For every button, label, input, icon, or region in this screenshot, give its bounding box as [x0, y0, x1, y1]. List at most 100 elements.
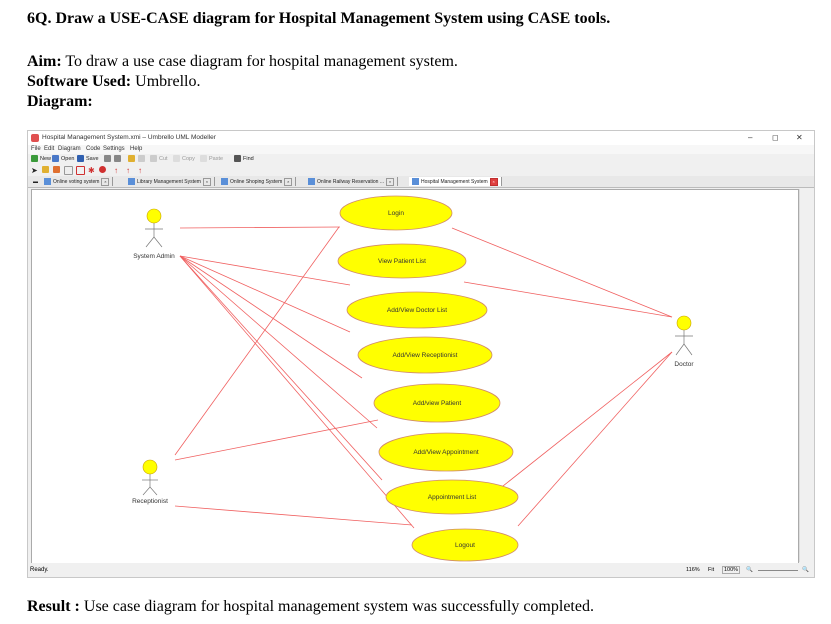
cut-icon — [150, 155, 157, 162]
undo-button[interactable] — [128, 155, 135, 162]
new-tab-icon[interactable]: ▬ — [33, 178, 38, 185]
usecase-view-patient-list[interactable]: View Patient List — [337, 243, 467, 279]
usecase-label: Add/view Patient — [413, 400, 462, 407]
usecase-appointment-list[interactable]: Appointment List — [385, 479, 519, 515]
open-button[interactable]: Open — [52, 155, 74, 162]
actor-doctor[interactable]: Doctor — [674, 315, 694, 368]
close-tab-icon[interactable]: × — [202, 177, 211, 186]
link-admin-patient — [179, 255, 378, 429]
close-tab-icon[interactable]: × — [489, 177, 498, 186]
tab-online-railway[interactable]: Online Railway Reservation ...× — [305, 177, 398, 186]
paste-button[interactable]: Paste — [200, 155, 223, 162]
link-receptionist-logout — [174, 505, 413, 526]
usecase-label: Login — [388, 210, 404, 217]
generalization-arrow-icon[interactable]: ↑ — [126, 166, 130, 175]
print-button[interactable] — [104, 155, 111, 162]
usecase-login[interactable]: Login — [339, 195, 453, 231]
link-admin-appointment — [179, 255, 383, 481]
usecase-add-view-appointment[interactable]: Add/View Appointment — [378, 432, 514, 472]
cut-button[interactable]: Cut — [150, 155, 168, 162]
diagram-icon — [221, 178, 228, 185]
use-cases: Login View Patient List Add/View Doctor … — [337, 195, 519, 562]
zoom-out-icon[interactable]: 🔍 — [746, 567, 753, 573]
redo-button[interactable] — [138, 155, 145, 162]
zoom-fit-button[interactable]: Fit — [708, 567, 715, 573]
vertical-scrollbar[interactable] — [799, 189, 812, 562]
usecase-label: Add/View Appointment — [413, 449, 478, 456]
save-button[interactable]: Save — [77, 155, 99, 162]
paste-label: Paste — [209, 155, 224, 162]
close-tab-icon[interactable]: × — [284, 177, 293, 186]
tab-label: Online Railway Reservation ... — [317, 178, 384, 185]
menu-code[interactable]: Code — [86, 146, 101, 152]
save-icon — [77, 155, 84, 162]
aim-line: Aim: To draw a use case diagram for hosp… — [27, 53, 458, 71]
tab-online-shoping[interactable]: Online Shoping System× — [218, 177, 297, 186]
actor-label: Doctor — [674, 361, 694, 368]
actor-receptionist[interactable]: Receptionist — [132, 459, 168, 505]
link-doctor-appointmentlist — [497, 351, 673, 491]
tab-hospital-management[interactable]: Hospital Management System× — [409, 177, 502, 186]
usecase-tool-icon — [53, 166, 60, 173]
tab-library-management[interactable]: Library Management System× — [125, 177, 215, 186]
minimize-button[interactable]: – — [748, 133, 753, 142]
dependency-arrow-icon[interactable]: ↑ — [138, 166, 142, 175]
zoom-slider[interactable] — [758, 570, 798, 571]
maximize-button[interactable]: ◻ — [772, 133, 779, 142]
open-label: Open — [61, 155, 75, 162]
print-preview-button[interactable] — [114, 155, 121, 162]
new-label: New — [40, 155, 52, 162]
usecase-logout[interactable]: Logout — [411, 528, 519, 562]
diagram-canvas[interactable]: System Admin Doctor Receptionist — [31, 189, 799, 564]
new-button[interactable]: New — [31, 155, 51, 162]
link-doctor-login — [451, 227, 673, 318]
usecase-label: Logout — [455, 542, 475, 549]
associations — [174, 226, 673, 529]
aim-label: Aim: — [27, 53, 62, 70]
association-arrow-icon[interactable]: ↑ — [114, 166, 118, 175]
usecase-add-view-doctor-list[interactable]: Add/View Doctor List — [346, 291, 488, 329]
software-text: Umbrello. — [131, 73, 201, 90]
close-tab-icon[interactable]: × — [101, 177, 110, 186]
close-tab-icon[interactable]: × — [385, 177, 394, 186]
actor-head — [142, 459, 158, 475]
result-label: Result : — [27, 598, 80, 615]
menu-edit[interactable]: Edit — [44, 146, 55, 152]
tab-label: Library Management System — [137, 178, 201, 185]
select-arrow-icon[interactable]: ➤ — [31, 166, 38, 175]
close-button[interactable]: ✕ — [796, 133, 803, 142]
save-label: Save — [86, 155, 99, 162]
ellipse-tool-icon — [99, 166, 106, 173]
note-tool[interactable] — [64, 166, 73, 175]
open-icon — [52, 155, 59, 162]
diagram-icon — [308, 178, 315, 185]
usecase-label: Appointment List — [428, 494, 477, 501]
find-icon — [234, 155, 241, 162]
box-tool[interactable] — [76, 166, 85, 175]
ellipse-tool[interactable] — [99, 166, 106, 173]
tab-online-voting[interactable]: Online voting system× — [41, 177, 114, 186]
usecase-tool[interactable] — [53, 166, 60, 173]
actor-system-admin[interactable]: System Admin — [133, 208, 175, 260]
usecase-label: Add/View Doctor List — [387, 307, 447, 314]
diagram-tabs: ▬ Online voting system× Library Manageme… — [28, 176, 814, 188]
copy-button[interactable]: Copy — [173, 155, 195, 162]
menu-help[interactable]: Help — [130, 146, 143, 152]
link-admin-receptionist — [179, 255, 363, 379]
menu-diagram[interactable]: Diagram — [58, 146, 81, 152]
menu-settings[interactable]: Settings — [103, 146, 125, 152]
zoom-in-icon[interactable]: 🔍 — [802, 567, 809, 573]
find-button[interactable]: Find — [234, 155, 254, 162]
diagram-icon — [412, 178, 419, 185]
usecase-add-view-receptionist[interactable]: Add/View Receptionist — [357, 336, 493, 374]
actor-icon[interactable]: ✱ — [88, 166, 95, 175]
aim-text: To draw a use case diagram for hospital … — [61, 53, 458, 70]
usecase-add-view-patient[interactable]: Add/view Patient — [373, 383, 501, 423]
menu-file[interactable]: File — [31, 146, 41, 152]
find-label: Find — [243, 155, 254, 162]
software-label: Software Used: — [27, 73, 132, 90]
actor-tool[interactable] — [42, 166, 49, 173]
link-admin-doctorlist — [179, 255, 351, 333]
umbrello-screenshot: Hospital Management System.xmi – Umbrell… — [27, 130, 815, 578]
zoom-100-button[interactable]: 100% — [722, 566, 741, 574]
